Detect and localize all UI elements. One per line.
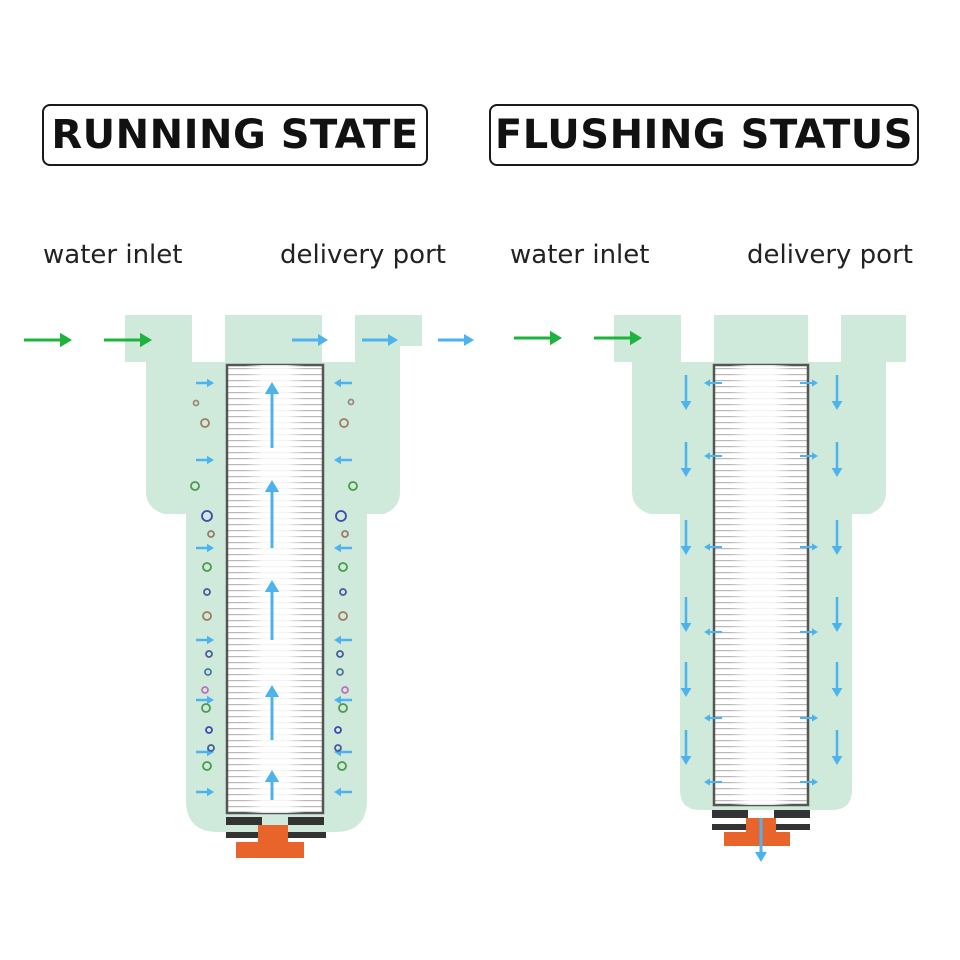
particle-dot-icon [334,744,342,752]
particle-dot-icon [337,761,347,771]
blue-arrow-icon [800,543,818,551]
particle-dot-icon [341,530,349,538]
flushing-water-inlet-label: water inlet [510,240,650,270]
running-drain-valve [236,825,304,858]
blue-arrow-icon [800,379,818,387]
particles [190,398,358,771]
blue-arrow-icon [680,730,692,765]
blue-arrow-icon [334,695,352,705]
particle-dot-icon [335,510,347,522]
blue-arrow-icon [704,628,722,636]
blue-arrow-icon [196,378,214,388]
particle-dot-icon [203,588,211,596]
blue-arrow-icon [196,543,214,553]
blue-arrow-icon [196,455,214,465]
blue-arrow-icon [831,375,843,410]
running-state-title: RUNNING STATE [51,112,419,158]
blue-arrow-icon [831,597,843,632]
blue-arrow-icon [704,778,722,786]
blue-arrow-icon [438,334,474,346]
particle-dot-icon [339,418,349,428]
particle-dot-icon [336,668,344,676]
particle-dot-icon [201,703,211,713]
flushing-drain-valve [724,818,790,846]
blue-arrow-icon [704,452,722,460]
blue-arrow-icon [264,382,280,448]
blue-arrow-icon [831,520,843,555]
particle-dot-icon [202,761,212,771]
particle-dot-icon [192,399,200,407]
blue-arrow-icon [831,730,843,765]
blue-arrow-icon [196,635,214,645]
particle-dot-icon [338,562,348,572]
particle-dot-icon [205,650,213,658]
blue-arrow-icon [704,379,722,387]
blue-arrow-icon [264,685,280,740]
blue-arrow-icon [680,442,692,477]
particle-dot-icon [190,481,200,491]
blue-arrow-icon [704,543,722,551]
blue-arrow-icon [196,695,214,705]
running-filter-element [225,363,325,815]
blue-arrow-icon [196,787,214,797]
particle-dot-icon [339,588,347,596]
blue-arrow-icon [334,635,352,645]
particle-dot-icon [205,726,213,734]
blue-arrow-icon [264,480,280,548]
green-arrow-right-icon [104,332,152,348]
particle-dot-icon [348,481,358,491]
particle-dot-icon [207,744,215,752]
particle-dot-icon [338,611,348,621]
blue-arrow-icon [334,787,352,797]
green-arrow-right-icon [24,332,72,348]
particle-dot-icon [338,703,348,713]
running-delivery-port-label: delivery port [280,240,446,270]
blue-arrow-icon [800,714,818,722]
blue-arrow-icon [680,597,692,632]
particle-dot-icon [207,530,215,538]
blue-arrow-icon [800,452,818,460]
blue-arrow-icon [831,662,843,697]
blue-arrow-icon [680,662,692,697]
blue-arrow-icon [704,714,722,722]
particle-dot-icon [334,726,342,734]
particle-dot-icon [201,510,213,522]
blue-arrow-icon [800,778,818,786]
particle-dot-icon [341,686,349,694]
particle-dot-icon [201,686,209,694]
blue-arrow-icon [831,442,843,477]
flushing-status-title: FLUSHING STATUS [494,112,914,158]
blue-arrow-icon [334,378,352,388]
flushing-status-title-box: FLUSHING STATUS [489,104,919,166]
running-state-title-box: RUNNING STATE [42,104,428,166]
green-arrow-right-icon [594,330,642,346]
particle-dot-icon [336,650,344,658]
blue-arrow-icon [264,580,280,640]
particle-dot-icon [204,668,212,676]
blue-arrow-icon [334,455,352,465]
running-water-inlet-label: water inlet [43,240,183,270]
blue-arrow-icon [334,543,352,553]
blue-arrow-icon [292,334,328,346]
blue-arrow-icon [362,334,398,346]
flushing-delivery-port-label: delivery port [747,240,913,270]
particle-dot-icon [347,398,355,406]
particle-dot-icon [200,418,210,428]
flushing-filter-element [712,363,810,807]
blue-arrow-icon [800,628,818,636]
particle-dot-icon [202,611,212,621]
blue-arrow-icon [680,375,692,410]
blue-arrow-icon [264,770,280,800]
green-arrow-right-icon [514,330,562,346]
flow-arrows [24,330,843,862]
blue-arrow-icon [680,520,692,555]
particle-dot-icon [202,562,212,572]
blue-arrow-icon [755,818,767,862]
